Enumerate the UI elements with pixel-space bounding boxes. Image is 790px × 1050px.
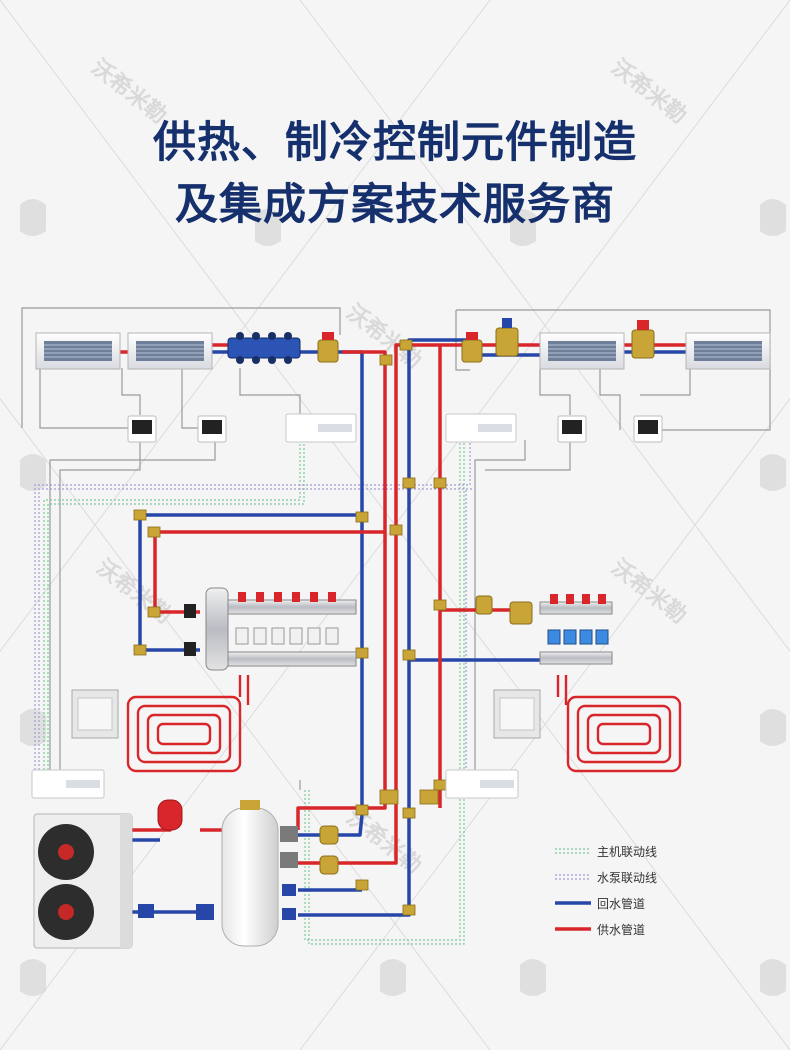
fan-coil-unit [35, 332, 121, 370]
legend-item-pump-link: 水泵联动线 [555, 864, 657, 890]
small-manifold [227, 332, 301, 364]
left-floor-manifold [184, 587, 357, 671]
legend-item-host-link: 主机联动线 [555, 838, 657, 864]
legend-item-supply-pipe: 供水管道 [555, 916, 657, 942]
legend-swatch [555, 927, 591, 931]
motorized-valves [317, 318, 655, 363]
thermostat-icon [633, 415, 663, 443]
pump-link-lines [34, 440, 474, 790]
expansion-tank [157, 799, 183, 831]
control-cabinets [71, 689, 541, 739]
floor-heating-coils [126, 675, 682, 773]
thermostat-icon [127, 415, 157, 443]
host-link-lines [43, 440, 465, 945]
thermostats [127, 415, 663, 443]
legend-label: 供水管道 [597, 922, 646, 937]
valve-icon [631, 320, 655, 359]
legend-item-return-pipe: 回水管道 [555, 890, 657, 916]
fan-coil-unit [539, 332, 625, 370]
fan-coil-unit [685, 332, 771, 370]
fan-coil-unit [127, 332, 213, 370]
buffer-water-tank [221, 800, 279, 947]
circulation-pumps [138, 825, 339, 920]
fan-coil-units [35, 332, 771, 370]
valve-icon [317, 332, 339, 363]
legend-label: 主机联动线 [597, 844, 658, 859]
heat-pump-unit [33, 813, 133, 949]
wiring-centers [31, 413, 519, 799]
legend-label: 水泵联动线 [597, 870, 658, 885]
legend-swatch [555, 874, 591, 880]
brass-fittings [133, 339, 447, 916]
thermostat-icon [557, 415, 587, 443]
legend-swatch [555, 848, 591, 854]
legend-swatch [555, 901, 591, 905]
page-title-line2: 及集成方案技术服务商 [175, 180, 615, 230]
page-title-line1: 供热、制冷控制元件制造 [153, 118, 637, 168]
thermostat-icon [197, 415, 227, 443]
valve-icon [495, 318, 519, 357]
right-floor-manifold [475, 594, 613, 665]
valve-icon [461, 332, 483, 363]
legend: 主机联动线 水泵联动线 回水管道 供水管道 [555, 838, 657, 942]
control-wiring [21, 307, 771, 790]
legend-label: 回水管道 [597, 896, 646, 911]
